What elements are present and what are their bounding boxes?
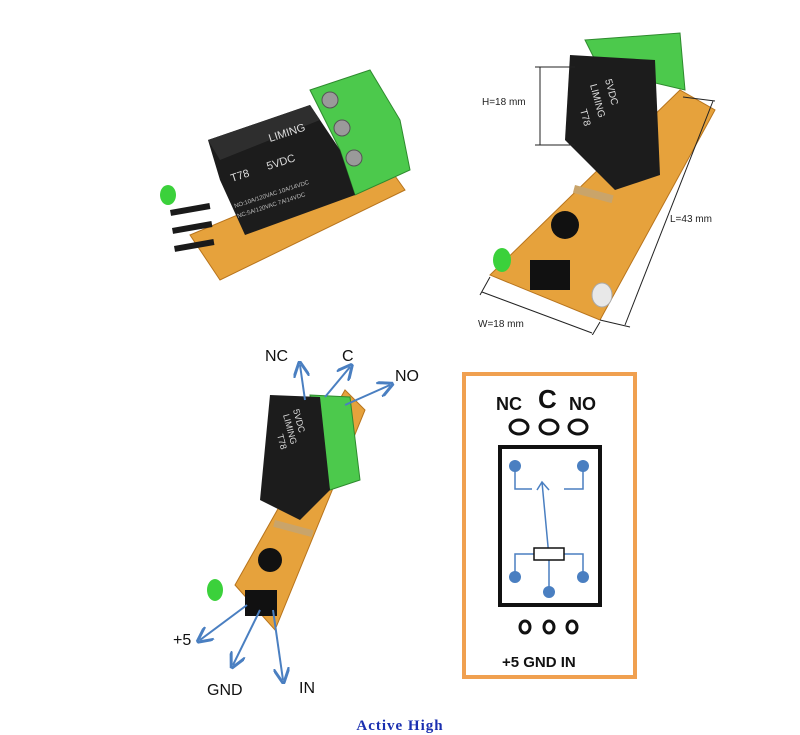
pinout-arrows	[200, 365, 390, 680]
resistor	[572, 185, 614, 204]
arrow-gnd	[233, 609, 261, 665]
label-gnd: GND	[207, 682, 243, 699]
led-clear	[591, 282, 613, 308]
arrow-plus5	[200, 604, 248, 640]
label-c: C	[342, 348, 354, 365]
relay-model: T78	[229, 168, 251, 185]
schematic-label-no: NO	[569, 394, 596, 414]
relay-body	[565, 55, 660, 190]
transistor	[551, 211, 579, 239]
arrow-c	[324, 367, 350, 398]
dimension-length	[599, 96, 716, 328]
width-label: W=18 mm	[478, 319, 524, 330]
header-pins	[530, 260, 570, 290]
relay-photo-dimensioned: LIMING 5VDC T78 H=18 mm L=43 mm W=18	[470, 15, 790, 340]
bottom-terminal-holes	[518, 619, 579, 635]
relay-model-3: T78	[275, 433, 289, 451]
schematic-bottom-label: +5 GND IN	[502, 654, 576, 671]
header-pins	[170, 203, 215, 252]
top-terminal-holes	[508, 418, 589, 436]
height-label: H=18 mm	[482, 97, 526, 108]
label-nc: NC	[265, 348, 288, 365]
relay-photo-pinout: LIMING 5VDC T78 NC C NO +5 GND IN	[165, 335, 435, 705]
arrow-nc	[300, 365, 305, 401]
dimension-height	[535, 66, 575, 146]
led-green	[207, 579, 223, 601]
terminal-block	[309, 69, 411, 196]
transistor	[258, 548, 282, 572]
arrow-no	[344, 385, 390, 406]
arrow-in	[272, 609, 283, 680]
relay-model-2: T78	[577, 108, 592, 128]
relay-photo-angled: LIMING T78 5VDC NO:10A/120VAC 10A/14VDC …	[150, 60, 420, 290]
led-green	[493, 248, 511, 272]
header-pins	[245, 590, 277, 616]
relay-body	[260, 395, 330, 520]
schematic-label-c: C	[538, 384, 557, 414]
label-plus5: +5	[173, 632, 191, 649]
resistor	[273, 520, 314, 538]
led-green	[160, 185, 176, 205]
label-in: IN	[299, 680, 315, 697]
label-no: NO	[395, 368, 419, 385]
caption-text: Active High	[356, 718, 444, 734]
relay-pins	[509, 460, 589, 598]
schematic-label-nc: NC	[496, 394, 522, 414]
relay-schematic: NC C NO +5 G	[462, 372, 637, 679]
length-label: L=43 mm	[670, 214, 712, 225]
relay-body	[208, 105, 355, 235]
coil-symbol	[533, 547, 565, 561]
